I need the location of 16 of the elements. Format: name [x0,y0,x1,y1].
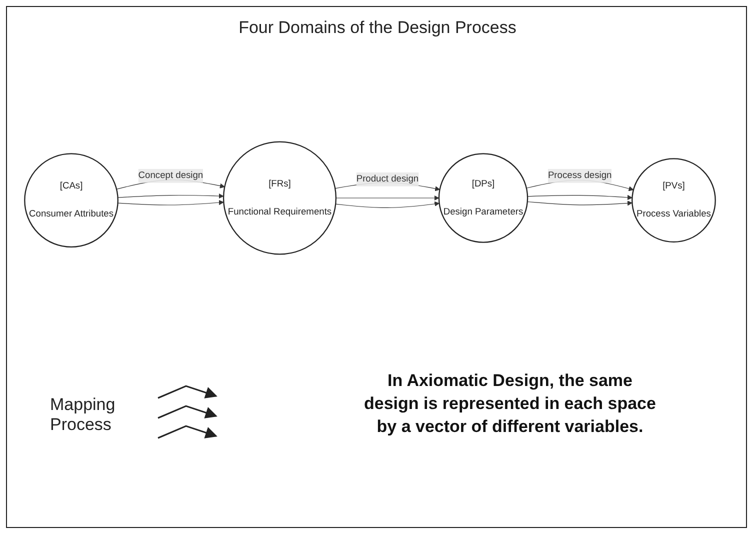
node-circle: [FRs] Functional Requirements [222,141,337,255]
arrow [527,194,632,200]
node-circle: [PVs] Process Variables [632,158,716,243]
arrow [118,200,224,206]
arrow [527,200,632,206]
arrow [336,195,440,201]
edge-label: Process design [548,170,612,181]
edge-label: Concept design [138,170,204,181]
node-circle: [CAs] Consumer Attributes [24,153,118,248]
edge-label: Product design [356,174,419,184]
arrow [335,201,440,208]
legend-label: Mapping Process [50,395,116,435]
note-text: In Axiomatic Design, the same design is represented in each space by a vector of different variables. [363,370,657,438]
node-circle: [DPs] Design Parameters [438,153,528,243]
arrow [118,193,224,199]
diagram-title: Four Domains of the Design Process [238,18,518,38]
